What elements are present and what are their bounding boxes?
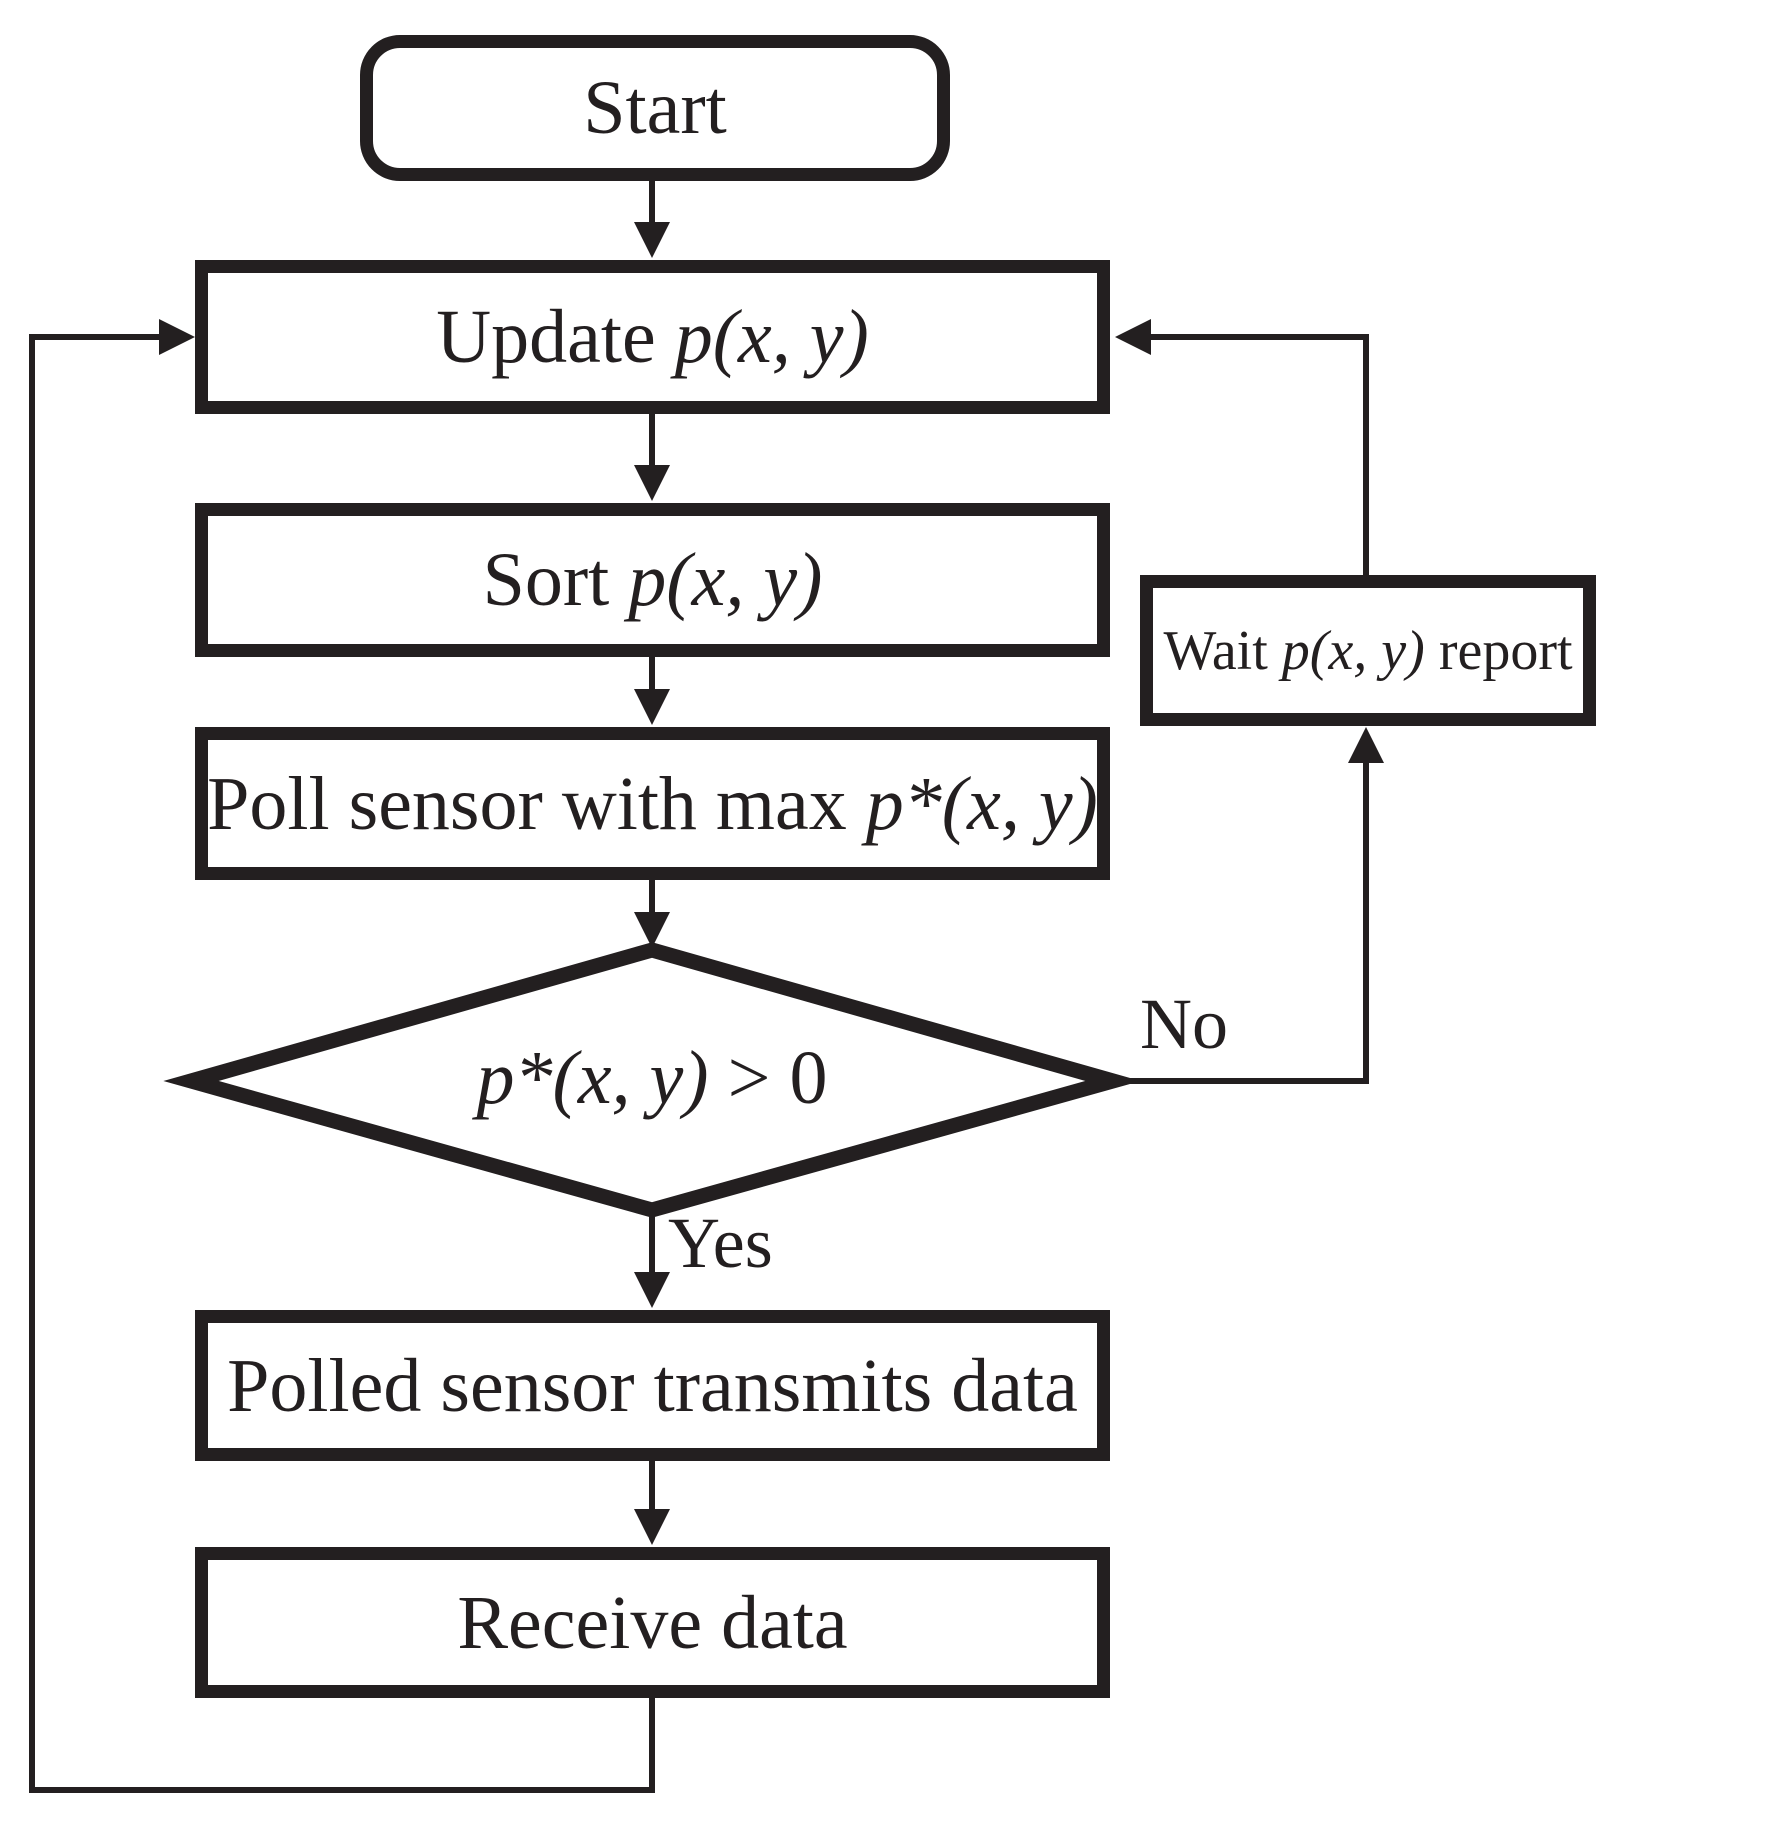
arrowhead-start-update [634,222,670,258]
node-sort-math: p(x, y) [628,538,823,622]
node-receive-label: Receive data [457,1580,848,1665]
arrowhead-no-into-wait [1348,727,1384,763]
node-update-math: p(x, y) [674,295,869,379]
node-sort: Sort p(x, y) [195,503,1110,657]
node-start: Start [360,35,950,181]
node-receive: Receive data [195,1547,1110,1698]
arrowhead-decision-polled [634,1272,670,1308]
node-poll-label: Poll sensor with max [207,761,866,846]
arrowhead-update-sort [634,465,670,501]
node-decision-suffix: > 0 [708,1036,828,1120]
node-polled: Polled sensor transmits data [195,1310,1110,1461]
arrowhead-loop-into-update [159,319,195,355]
node-decision-label: p*(x, y) > 0 [252,1008,1052,1148]
arrowhead-sort-poll [634,689,670,725]
edge-label-yes: Yes [668,1203,773,1283]
edge-no-decision-wait-line [1113,755,1369,1084]
node-decision-math: p*(x, y) [476,1036,709,1120]
arrowhead-wait-into-update [1115,319,1151,355]
edge-wait-update-line [1143,334,1369,575]
node-wait: Wait p(x, y) report [1140,575,1596,726]
node-wait-math: p(x, y) [1281,619,1425,682]
arrowhead-poll-decision [634,912,670,948]
node-sort-label: Sort [482,538,629,622]
node-start-label: Start [583,66,727,150]
decision-diamond-shape [163,942,1141,1218]
node-wait-suffix: report [1424,619,1573,682]
arrowhead-polled-receive [634,1509,670,1545]
node-polled-label: Polled sensor transmits data [227,1343,1078,1428]
node-poll: Poll sensor with max p*(x, y) [195,727,1110,880]
node-poll-math: p*(x, y) [865,761,1098,846]
node-wait-label: Wait [1163,619,1282,682]
edge-receive-loop-update-line [29,334,655,1793]
node-update: Update p(x, y) [195,260,1110,414]
node-update-label: Update [436,295,675,379]
edge-label-no: No [1140,984,1228,1064]
